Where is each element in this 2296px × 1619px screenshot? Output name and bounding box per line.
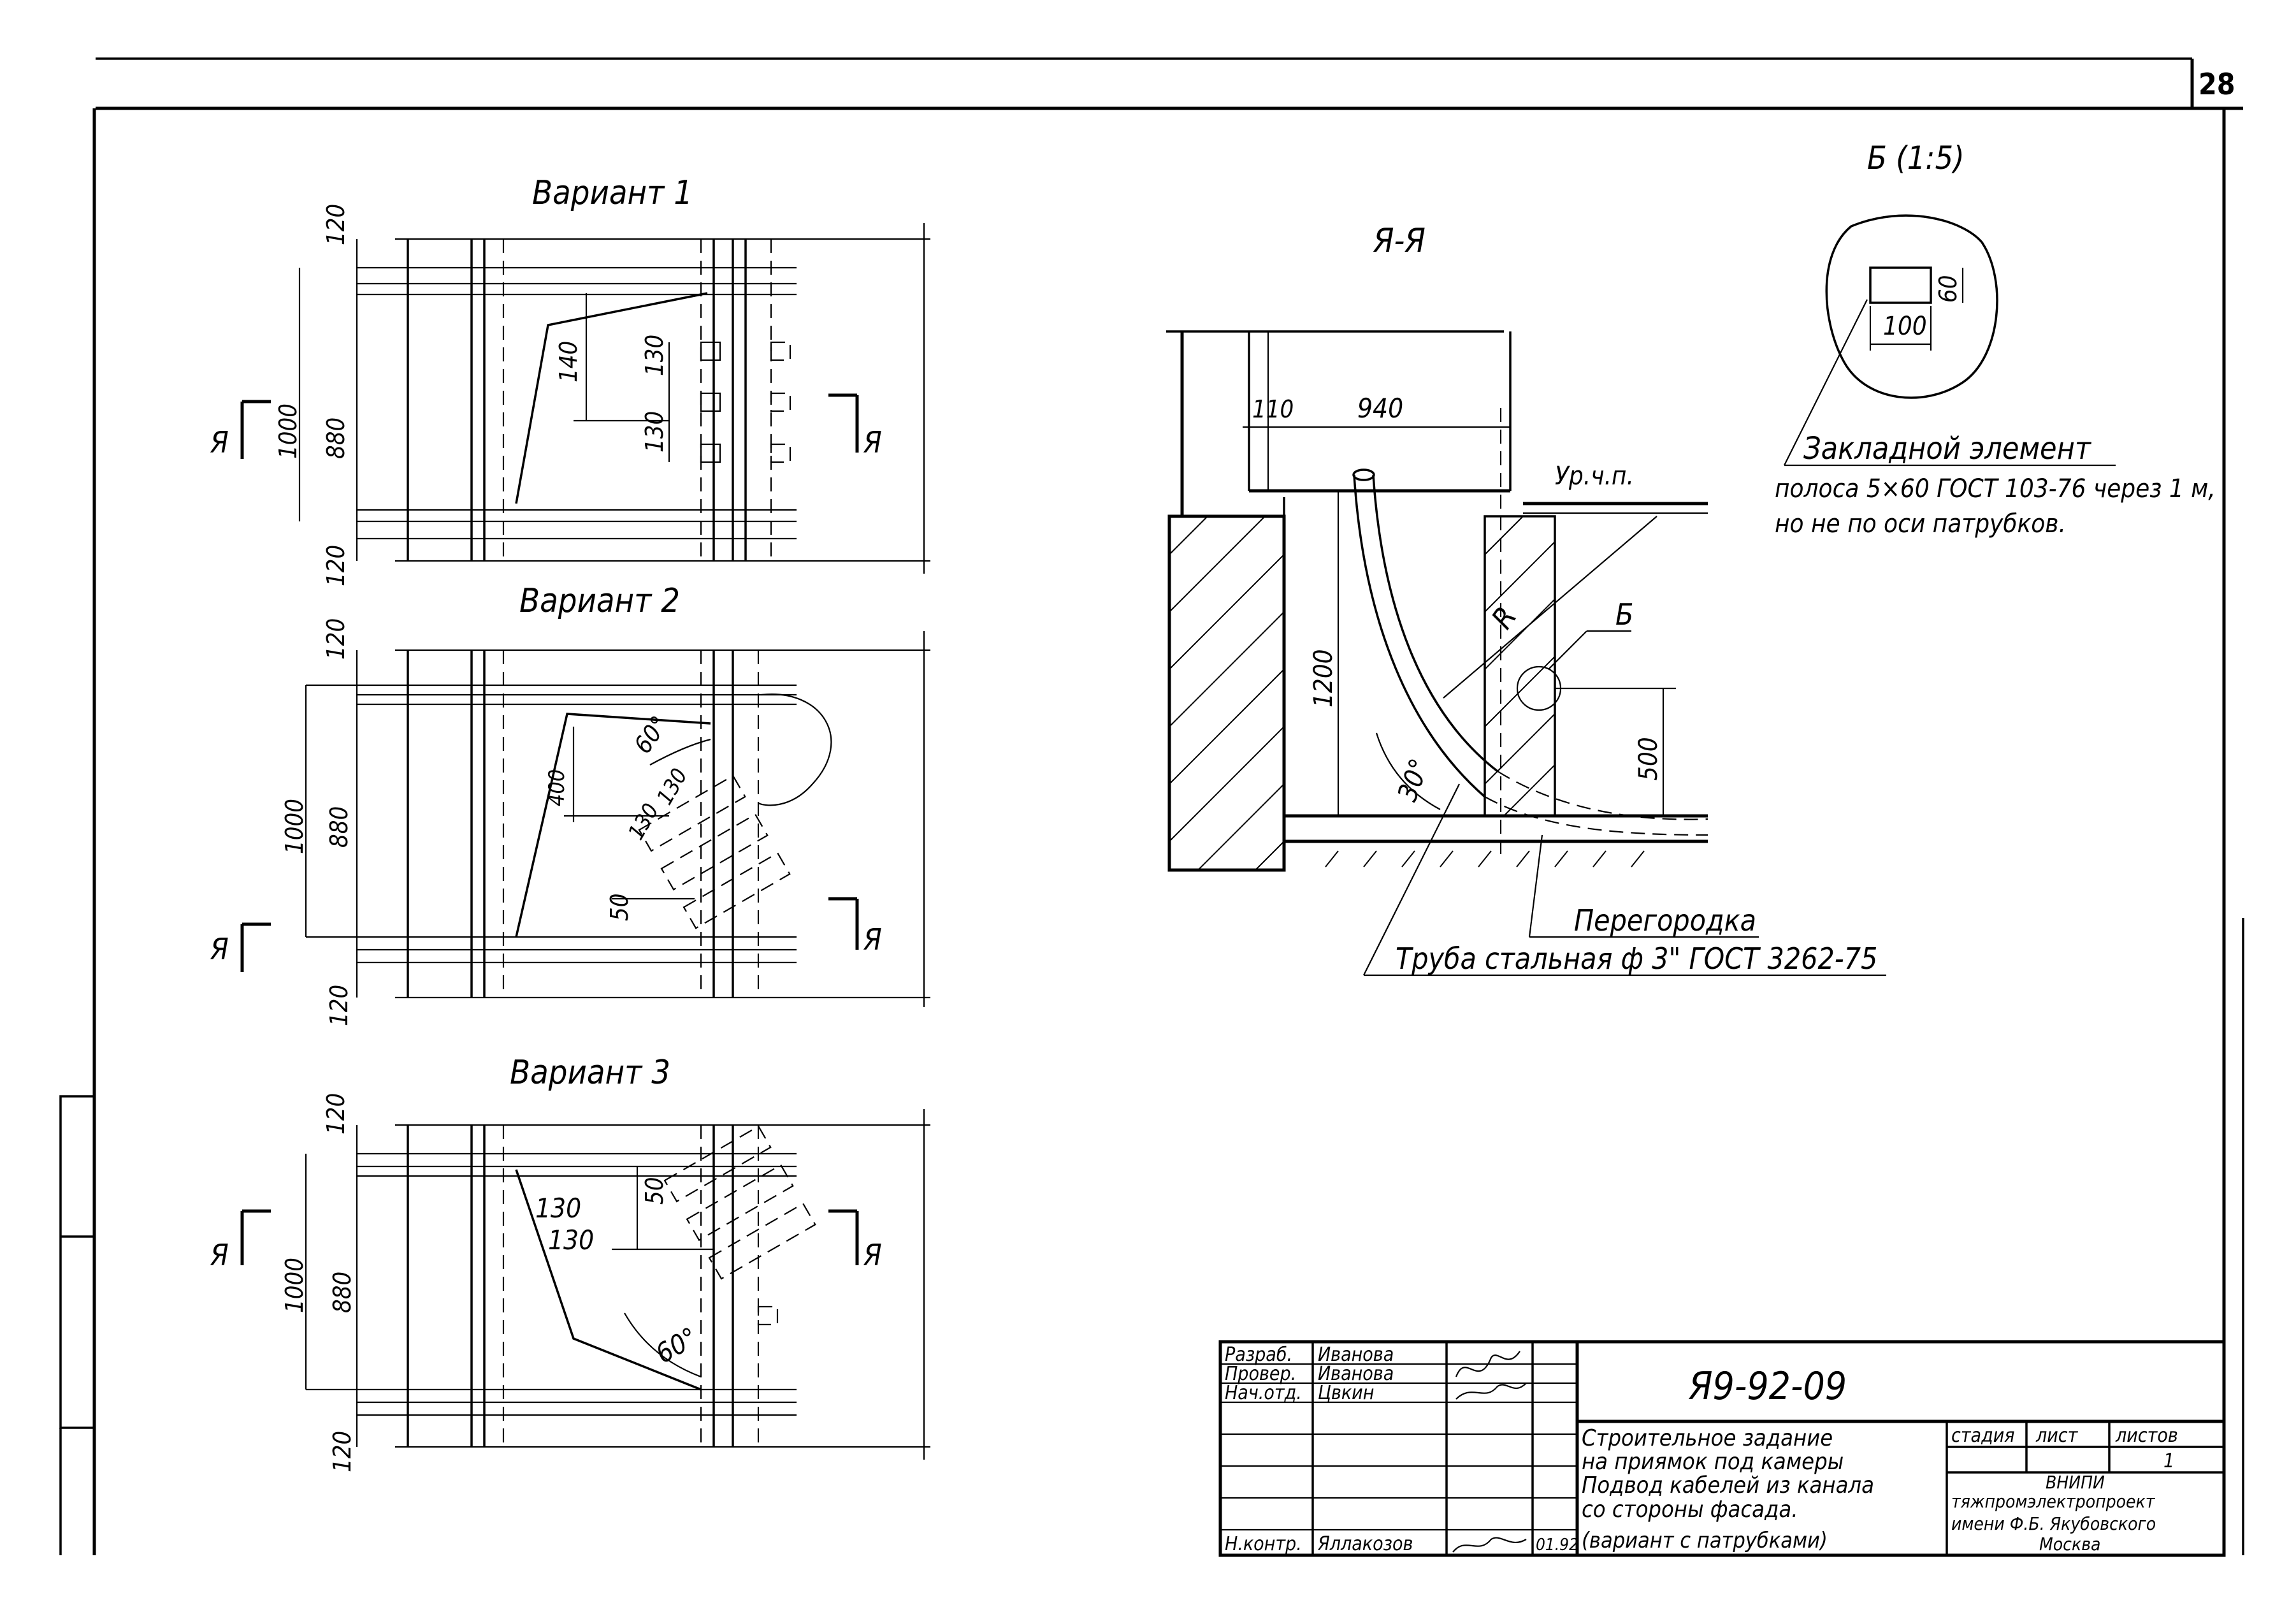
role-developer: Разраб.: [1225, 1344, 1292, 1366]
b-dim-100: 100: [1883, 312, 1927, 341]
aa-dim-1200: 1200: [1309, 649, 1338, 708]
v3-dim-120-top: 120: [322, 1093, 350, 1135]
v3-dim-50: 50: [640, 1177, 668, 1205]
name-norm-control: Яллакозов: [1317, 1533, 1413, 1555]
org-line-1: ВНИПИ: [2046, 1472, 2105, 1493]
role-checker: Провер.: [1225, 1363, 1296, 1385]
v2-section-mark-right: Я: [863, 922, 882, 957]
v1-dim-120-bot: 120: [322, 545, 350, 586]
role-norm-control: Н.контр.: [1225, 1533, 1302, 1555]
detail-b-title: Б (1:5): [1867, 140, 1965, 177]
aa-level: Ур.ч.п.: [1555, 461, 1634, 491]
v3-section-mark-right: Я: [863, 1238, 882, 1272]
desc-line-5: (вариант с патрубками): [1582, 1528, 1828, 1553]
note-title: Закладной элемент: [1803, 431, 2092, 467]
page-number: 28: [2199, 67, 2235, 101]
desc-line-3: Подвод кабелей из канала: [1582, 1472, 1874, 1499]
name-checker: Иванова: [1318, 1363, 1394, 1385]
variant-2-title: Вариант 2: [519, 582, 680, 620]
org-line-2: тяжпромэлектропроект: [1951, 1491, 2156, 1512]
sheet-label: лист: [2035, 1425, 2079, 1447]
sheet-frame: [59, 57, 2244, 1555]
aa-dim-940: 940: [1357, 393, 1403, 424]
v2-dim-880: 880: [325, 806, 353, 848]
v2-dim-1000: 1000: [280, 799, 308, 854]
v1-dim-880: 880: [322, 417, 350, 459]
v2-dim-120-top: 120: [322, 618, 350, 660]
pipe-label: Труба стальная ф 3" ГОСТ 3262-75: [1396, 941, 1877, 976]
date: 01.92: [1536, 1536, 1578, 1555]
variant-3-title: Вариант 3: [510, 1054, 670, 1092]
sheets-value: 1: [2163, 1450, 2174, 1472]
name-developer: Иванова: [1318, 1344, 1394, 1366]
detail-b: Б (1:5): [1784, 140, 2116, 467]
desc-line-1: Строительное задание: [1582, 1425, 1833, 1451]
b-dim-60: 60: [1934, 275, 1962, 303]
v1-section-mark-right: Я: [863, 425, 882, 460]
v2-dim-120-bot: 120: [325, 985, 353, 1026]
sheets-label: листов: [2115, 1425, 2178, 1447]
aa-dim-500: 500: [1634, 737, 1663, 781]
v3-dim-130-b: 130: [548, 1224, 594, 1256]
section-aa: Я-Я: [1166, 222, 1886, 976]
v2-dim-400: 400: [544, 769, 570, 806]
variant-1-title: Вариант 1: [532, 174, 693, 212]
partition-label: Перегородка: [1574, 903, 1756, 938]
v1-dim-130-b: 130: [640, 411, 668, 453]
v2-dim-130-a: 130: [623, 799, 664, 845]
variant-2-plan: Вариант 2: [240, 582, 930, 1007]
note-line-2: но не по оси патрубков.: [1775, 509, 2066, 539]
title-block: [1218, 1340, 2226, 1557]
v1-dim-130-a: 130: [640, 335, 668, 376]
v1-dim-140: 140: [554, 341, 582, 382]
v3-dim-1000: 1000: [280, 1258, 308, 1313]
desc-line-2: на приямок под камеры: [1582, 1449, 1844, 1475]
hatched-wall-left: [1167, 514, 1286, 872]
v3-dim-880: 880: [328, 1272, 356, 1313]
variant-1-plan: Вариант 1: [240, 174, 930, 574]
v1-dim-120-top: 120: [322, 204, 350, 245]
hatched-partition: [1484, 515, 1556, 817]
v3-section-mark-left: Я: [210, 1238, 229, 1272]
aa-mark-b: Б: [1615, 597, 1633, 632]
org-line-4: Москва: [2039, 1534, 2101, 1555]
v3-dim-130-a: 130: [535, 1193, 581, 1224]
org-line-3: имени Ф.Б. Якубовского: [1951, 1513, 2156, 1534]
v3-angle-60: 60°: [651, 1321, 703, 1370]
doc-code: Я9-92-09: [1688, 1364, 1847, 1409]
v2-dim-50: 50: [605, 894, 633, 922]
aa-dim-110: 110: [1252, 395, 1294, 423]
name-head: Цвкин: [1318, 1382, 1374, 1404]
note-line-1: полоса 5×60 ГОСТ 103-76 через 1 м,: [1775, 474, 2216, 504]
v1-dim-1000: 1000: [274, 403, 302, 459]
v3-dim-120-bot: 120: [328, 1431, 356, 1472]
stage-label: стадия: [1951, 1425, 2015, 1447]
v2-section-mark-left: Я: [210, 932, 229, 966]
section-aa-title: Я-Я: [1373, 222, 1426, 260]
aa-angle-30: 30°: [1391, 755, 1435, 806]
variant-3-plan: Вариант 3: [240, 1054, 930, 1460]
v1-section-mark-left: Я: [210, 425, 229, 460]
role-head: Нач.отд.: [1225, 1382, 1302, 1404]
desc-line-4: со стороны фасада.: [1582, 1497, 1798, 1523]
